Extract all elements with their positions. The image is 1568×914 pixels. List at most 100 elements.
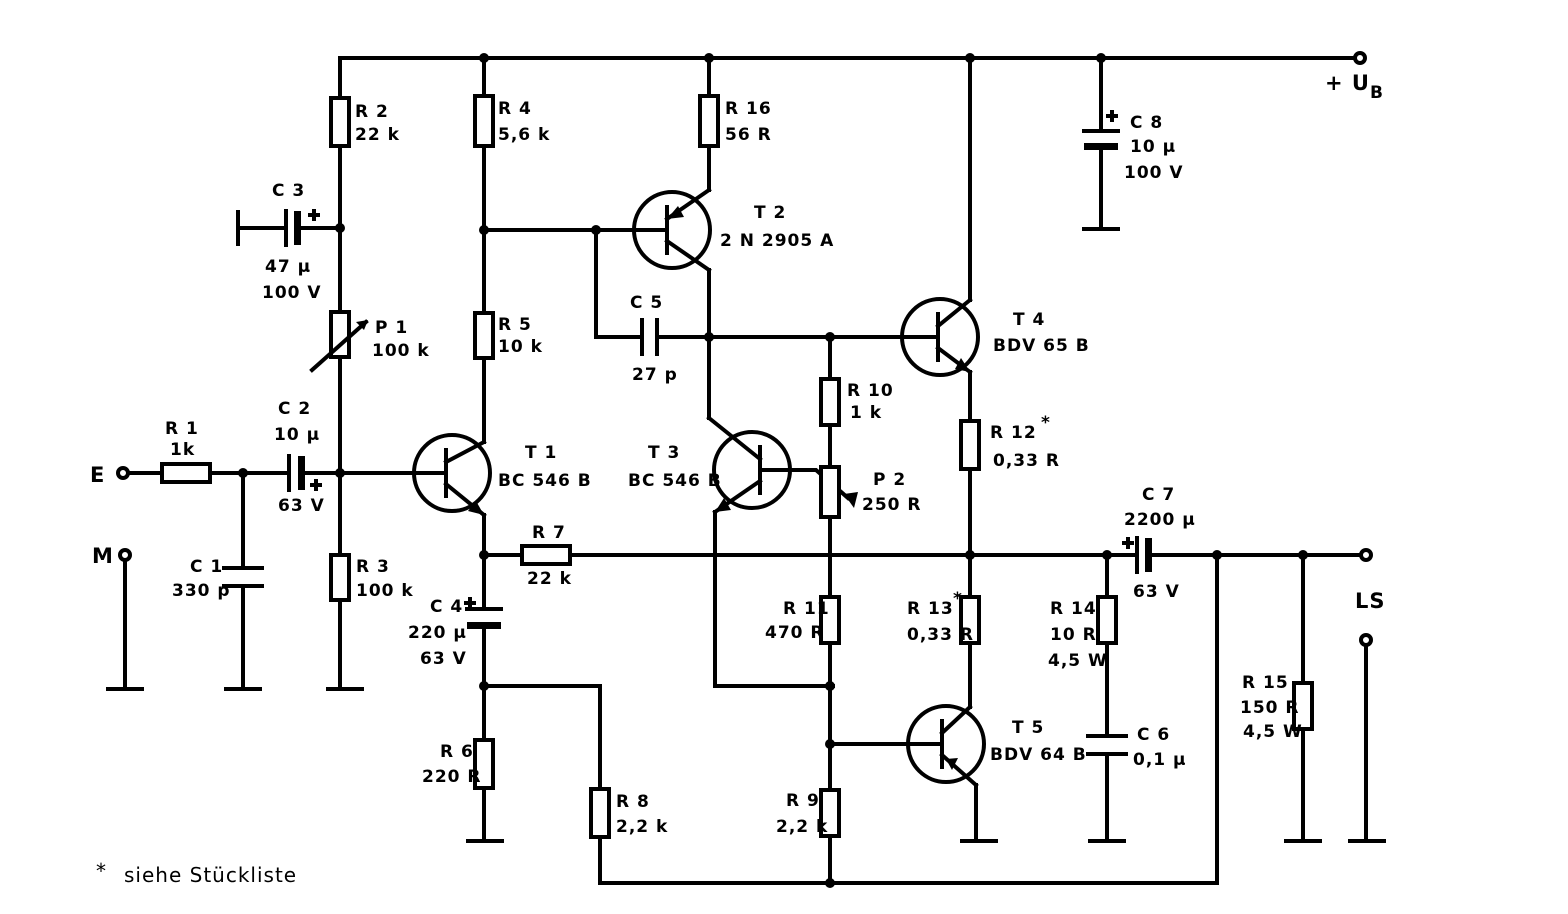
- r3-ref: R 3: [356, 557, 390, 577]
- capacitor-c5: [640, 318, 659, 356]
- r4-value: 5,6 k: [498, 125, 550, 145]
- t3-type: BC 546 B: [628, 471, 722, 491]
- c7-ref: C 7: [1142, 485, 1175, 505]
- r7-ref: R 7: [532, 523, 566, 543]
- resistor-r3: [329, 553, 351, 602]
- terminal-ground-in: [118, 548, 132, 562]
- c6-value: 0,1 µ: [1133, 750, 1187, 770]
- r13-value: 0,33 R: [907, 625, 974, 645]
- resistor-r9: [819, 788, 841, 838]
- r4-ref: R 4: [498, 99, 532, 119]
- p2-ref: P 2: [873, 470, 906, 490]
- c3-ref: C 3: [272, 181, 305, 201]
- r5-ref: R 5: [498, 315, 532, 335]
- resistor-r16: [698, 94, 720, 148]
- c5-ref: C 5: [630, 293, 663, 313]
- capacitor-c1: [222, 566, 264, 588]
- c3-value: 47 µ: [265, 257, 311, 277]
- t3-ref: T 3: [648, 443, 680, 463]
- capacitor-c3: [284, 209, 301, 247]
- footnote-mark: *: [96, 859, 107, 883]
- t1-type: BC 546 B: [498, 471, 592, 491]
- speaker-label: LS: [1355, 589, 1386, 613]
- c7-voltage: 63 V: [1133, 582, 1180, 602]
- p1-value: 100 k: [372, 341, 430, 361]
- r14-value: 10 R: [1050, 625, 1097, 645]
- r9-ref: R 9: [786, 791, 820, 811]
- capacitors: [222, 110, 1152, 756]
- t5-type: BDV 64 B: [990, 745, 1087, 765]
- t2-ref: T 2: [754, 203, 786, 223]
- capacitor-c4: [465, 607, 503, 629]
- transistor-t5: [906, 704, 986, 788]
- r16-ref: R 16: [725, 99, 772, 119]
- r9-value: 2,2 k: [776, 817, 828, 837]
- r15-ref: R 15: [1242, 673, 1289, 693]
- transistors: [412, 187, 986, 788]
- ground-symbols: [106, 210, 1386, 843]
- p1-variable-arrow: [309, 319, 369, 373]
- r6-ref: R 6: [440, 742, 474, 762]
- t4-type: BDV 65 B: [993, 336, 1090, 356]
- polarity-plus-marks: [308, 110, 1134, 609]
- r1-ref: R 1: [165, 419, 199, 439]
- potentiometer-p2: [819, 465, 841, 519]
- r8-ref: R 8: [616, 792, 650, 812]
- r3-value: 100 k: [356, 581, 414, 601]
- r2-value: 22 k: [355, 125, 400, 145]
- ground-in-label: M: [92, 544, 114, 568]
- resistor-r10: [819, 377, 841, 427]
- c8-value: 10 µ: [1130, 137, 1176, 157]
- labels: + U B E M LS R 1 1k R 2 22 k R 3 100 k R…: [90, 71, 1386, 887]
- supply-label: + U: [1325, 71, 1370, 95]
- resistor-r1: [160, 462, 212, 484]
- r14-ref: R 14: [1050, 599, 1097, 619]
- r6-value: 220 R: [422, 767, 482, 787]
- c4-value: 220 µ: [408, 623, 467, 643]
- resistor-r6: [473, 738, 495, 790]
- r16-value: 56 R: [725, 125, 772, 145]
- resistor-r13: [959, 595, 981, 645]
- c4-ref: C 4: [430, 597, 463, 617]
- c8-ref: C 8: [1130, 113, 1163, 133]
- r8-value: 2,2 k: [616, 817, 668, 837]
- r15-value: 150 R: [1240, 698, 1300, 718]
- capacitor-c7: [1135, 536, 1152, 574]
- c8-voltage: 100 V: [1124, 163, 1184, 183]
- terminal-speaker-cold: [1359, 633, 1373, 647]
- c2-voltage: 63 V: [278, 496, 325, 516]
- r12-value: 0,33 R: [993, 451, 1060, 471]
- r2-ref: R 2: [355, 102, 389, 122]
- t1-ref: T 1: [525, 443, 557, 463]
- terminal-supply: [1353, 51, 1367, 65]
- t5-ref: T 5: [1012, 718, 1044, 738]
- r10-ref: R 10: [847, 381, 894, 401]
- terminal-input: [116, 466, 130, 480]
- c2-ref: C 2: [278, 399, 311, 419]
- capacitor-c6: [1086, 734, 1128, 756]
- terminal-speaker-hot: [1359, 548, 1373, 562]
- t2-type: 2 N 2905 A: [720, 231, 834, 251]
- r10-value: 1 k: [850, 403, 882, 423]
- capacitor-c2: [287, 454, 305, 492]
- r11-ref: R 11: [783, 599, 830, 619]
- r13-ref: R 13: [907, 599, 954, 619]
- r7-value: 22 k: [527, 569, 572, 589]
- footnote-text: siehe Stückliste: [124, 863, 297, 887]
- transistor-t2: [632, 187, 712, 273]
- resistor-r11: [819, 595, 841, 645]
- r12-ref: R 12: [990, 423, 1037, 443]
- r12-mark: *: [1041, 413, 1051, 433]
- r5-value: 10 k: [498, 337, 543, 357]
- c1-value: 330 p: [172, 581, 231, 601]
- c2-value: 10 µ: [274, 425, 320, 445]
- junctions: [238, 53, 1308, 888]
- transistor-t4: [900, 297, 980, 377]
- resistors: [160, 94, 1314, 839]
- r14-rating: 4,5 W: [1048, 651, 1108, 671]
- c1-ref: C 1: [190, 557, 223, 577]
- r13-mark: *: [953, 589, 963, 609]
- terminals: [116, 51, 1373, 647]
- p1-ref: P 1: [375, 318, 408, 338]
